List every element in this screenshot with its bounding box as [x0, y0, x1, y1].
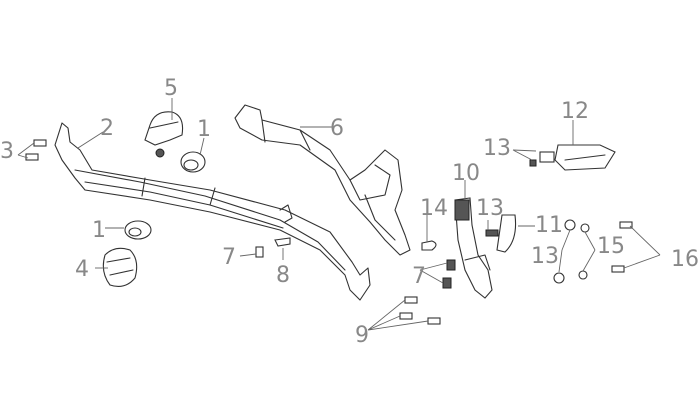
callout-6: 6: [330, 116, 344, 141]
part-12-turn-signal: [529, 144, 616, 171]
part-1-grommet-upper: [180, 151, 206, 173]
part-7-clip-left: [255, 246, 264, 258]
part-6-bracket: [234, 104, 411, 256]
callout-11: 11: [535, 213, 563, 238]
callout-9: 9: [355, 323, 369, 348]
callout-7: 7: [222, 245, 236, 270]
callout-2: 2: [100, 116, 114, 141]
callout-labels: 5 2 3 1 6 1 4 7 8 12 13 10 14 13 11 15 1…: [0, 76, 699, 348]
part-11-pad: [485, 214, 517, 253]
callout-13-upper: 13: [483, 136, 511, 161]
part-1-grommet-lower: [124, 220, 152, 240]
part-14-cap: [421, 240, 437, 251]
part-3-bolts: [25, 139, 47, 161]
part-15-washers: [578, 223, 590, 280]
part-16-screws: [611, 221, 633, 273]
callout-1-lower: 1: [92, 218, 106, 243]
callout-12: 12: [561, 99, 589, 124]
part-8-pin: [274, 237, 291, 247]
callout-3: 3: [0, 139, 14, 164]
callout-16: 16: [671, 247, 699, 272]
part-13-nuts: [553, 219, 576, 284]
part-7-springs: [442, 259, 456, 289]
callout-15: 15: [597, 234, 625, 259]
part-4-mount: [102, 247, 138, 287]
part-9-screws: [399, 296, 441, 325]
leader-lines: [17, 98, 661, 331]
part-10-footrest: [454, 197, 493, 299]
callout-13-lower: 13: [531, 244, 559, 269]
part-2-rail-bracket: [54, 122, 371, 301]
callout-14: 14: [420, 196, 448, 221]
callout-13-middle: 13: [476, 196, 504, 221]
callout-7-right: 7: [412, 264, 426, 289]
part-5-mount: [144, 111, 184, 158]
callout-8: 8: [276, 263, 290, 288]
callout-10: 10: [452, 161, 480, 186]
callout-4: 4: [75, 257, 89, 282]
callout-1: 1: [197, 117, 211, 142]
callout-5: 5: [164, 76, 178, 101]
